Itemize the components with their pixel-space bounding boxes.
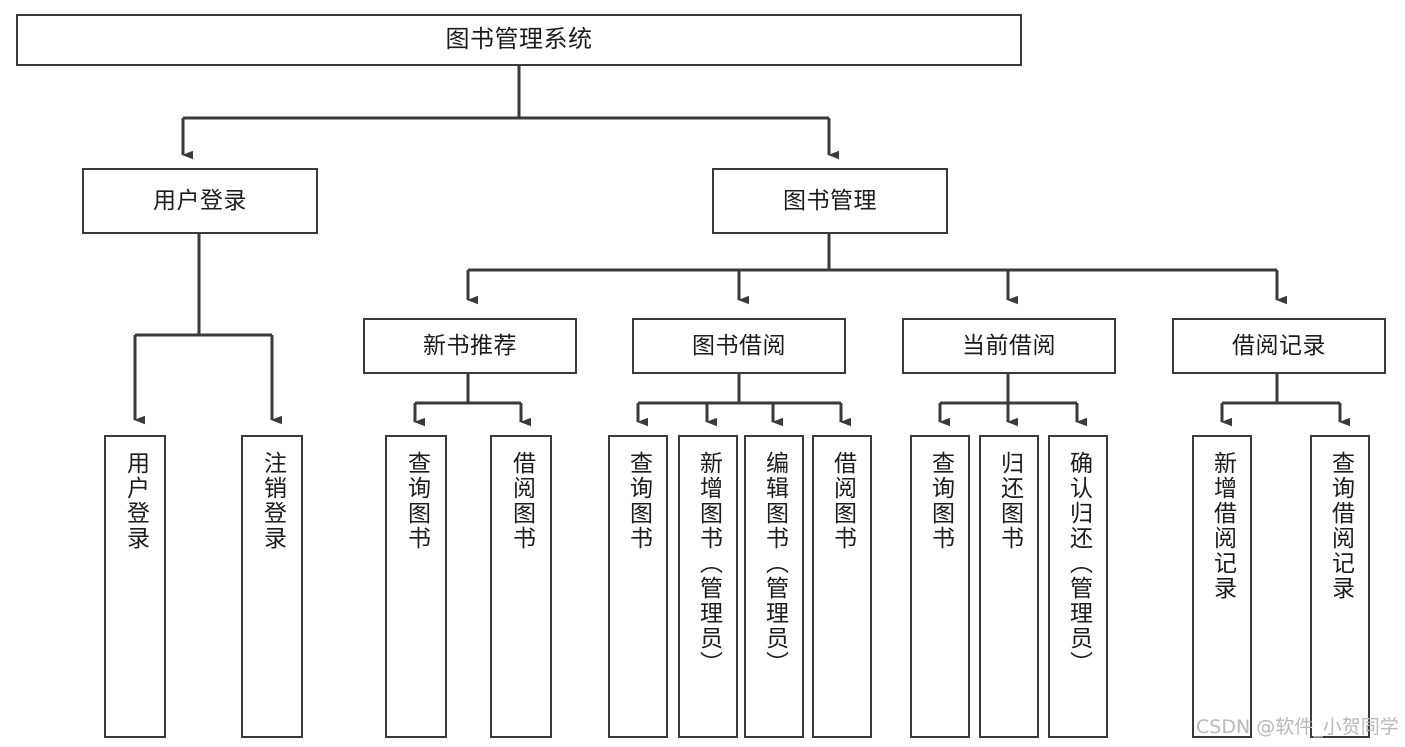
node-label: 查询图书 xyxy=(403,451,430,551)
node-label: 归还图书 xyxy=(996,451,1023,551)
node-label: 编辑图书（管理员） xyxy=(761,451,788,676)
node-leaf-query-book-1[interactable]: 查询图书 xyxy=(385,435,447,738)
node-label: 新增图书（管理员） xyxy=(695,451,722,676)
node-leaf-query-book-3[interactable]: 查询图书 xyxy=(910,435,970,738)
node-leaf-borrow-book-1[interactable]: 借阅图书 xyxy=(490,435,552,738)
node-leaf-logout[interactable]: 注销登录 xyxy=(241,435,303,738)
node-leaf-user-login[interactable]: 用户登录 xyxy=(104,435,166,738)
node-label: 借阅图书 xyxy=(508,451,535,551)
node-label: 用户登录 xyxy=(153,187,247,214)
node-root-book-management-system[interactable]: 图书管理系统 xyxy=(16,14,1022,66)
node-leaf-query-record[interactable]: 查询借阅记录 xyxy=(1310,435,1370,738)
node-new-book-recommend[interactable]: 新书推荐 xyxy=(363,318,577,374)
node-label: 图书管理系统 xyxy=(445,25,593,54)
node-label: 用户登录 xyxy=(122,451,149,551)
node-leaf-return-book[interactable]: 归还图书 xyxy=(979,435,1039,738)
node-label: 图书借阅 xyxy=(692,332,786,359)
node-book-borrow[interactable]: 图书借阅 xyxy=(632,318,846,374)
node-leaf-add-book[interactable]: 新增图书（管理员） xyxy=(678,435,738,738)
node-label: 借阅记录 xyxy=(1232,332,1326,359)
node-label: 确认归还（管理员） xyxy=(1065,451,1092,676)
node-leaf-edit-book[interactable]: 编辑图书（管理员） xyxy=(744,435,804,738)
node-leaf-query-book-2[interactable]: 查询图书 xyxy=(608,435,668,738)
node-label: 图书管理 xyxy=(783,187,877,214)
node-current-borrow[interactable]: 当前借阅 xyxy=(902,318,1116,374)
node-label: 查询图书 xyxy=(927,451,954,551)
node-leaf-borrow-book-2[interactable]: 借阅图书 xyxy=(812,435,872,738)
node-user-login[interactable]: 用户登录 xyxy=(82,168,318,234)
node-leaf-add-record[interactable]: 新增借阅记录 xyxy=(1192,435,1252,738)
node-book-manage[interactable]: 图书管理 xyxy=(712,168,948,234)
node-label: 新增借阅记录 xyxy=(1209,451,1236,601)
node-borrow-record[interactable]: 借阅记录 xyxy=(1172,318,1386,374)
node-label: 查询图书 xyxy=(625,451,652,551)
node-label: 新书推荐 xyxy=(423,332,517,359)
node-label: 注销登录 xyxy=(259,451,286,551)
node-label: 借阅图书 xyxy=(829,451,856,551)
node-label: 查询借阅记录 xyxy=(1327,451,1354,601)
node-leaf-confirm-return[interactable]: 确认归还（管理员） xyxy=(1048,435,1108,738)
node-label: 当前借阅 xyxy=(962,332,1056,359)
